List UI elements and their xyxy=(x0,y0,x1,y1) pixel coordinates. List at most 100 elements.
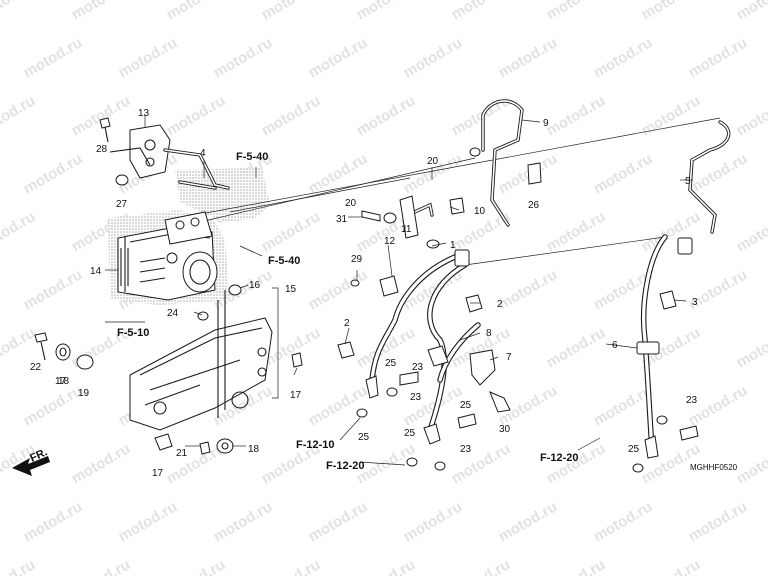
callout-1: 1 xyxy=(450,240,456,251)
watermark-text: motod.ru xyxy=(734,324,768,371)
watermark-text: motod.ru xyxy=(306,34,371,81)
callout-29: 29 xyxy=(351,254,363,265)
watermark-text: motod.ru xyxy=(0,92,38,139)
callout-28: 28 xyxy=(96,144,108,155)
watermark-text: motod.ru xyxy=(0,556,38,576)
watermark-text: motod.ru xyxy=(69,440,134,487)
watermark-text: motod.ru xyxy=(259,556,324,576)
watermark-text: motod.ru xyxy=(306,498,371,545)
callout-24: 24 xyxy=(167,308,179,319)
watermark-text: motod.ru xyxy=(734,92,768,139)
callout-23: 23 xyxy=(686,395,698,406)
watermark-text: motod.ru xyxy=(544,208,609,255)
callout-26: 26 xyxy=(528,200,540,211)
watermark-text: motod.ru xyxy=(401,498,466,545)
watermark-text: motod.ru xyxy=(306,382,371,429)
section-ref: F-12-20 xyxy=(326,460,365,472)
watermark-text: motod.ru xyxy=(544,0,609,23)
callout-3: 3 xyxy=(692,297,698,308)
leader-lines xyxy=(105,115,693,447)
watermark-text: motod.ru xyxy=(591,34,656,81)
connecting-lines xyxy=(194,117,721,266)
callout-7: 7 xyxy=(506,352,512,363)
callout-25: 25 xyxy=(385,358,397,369)
callout-12: 12 xyxy=(384,236,396,247)
clamps xyxy=(337,147,693,386)
watermark-text: motod.ru xyxy=(21,382,86,429)
callout-13: 13 xyxy=(138,108,150,119)
watermark-text: motod.ru xyxy=(496,34,561,81)
callout-15: 15 xyxy=(285,284,297,295)
watermark-text: motod.ru xyxy=(69,0,134,23)
watermark-text: motod.ru xyxy=(306,266,371,313)
watermark-text: motod.ru xyxy=(639,556,704,576)
watermark-text: motod.ru xyxy=(401,34,466,81)
watermark-text: motod.ru xyxy=(164,556,229,576)
diagram-code: MGHHF0520 xyxy=(690,463,738,472)
callout-5: 5 xyxy=(685,176,691,187)
callout-27: 27 xyxy=(116,199,128,210)
watermark-text: motod.ru xyxy=(591,498,656,545)
abs-modulator xyxy=(117,211,218,301)
callout-17: 17 xyxy=(152,468,164,479)
callout-2: 2 xyxy=(497,299,503,310)
callout-17: 17 xyxy=(55,376,67,387)
watermark-text: motod.ru xyxy=(0,208,38,255)
callout-25: 25 xyxy=(628,444,640,455)
watermark-text: motod.ru xyxy=(69,92,134,139)
callout-22: 22 xyxy=(30,362,42,373)
watermark-text: motod.ru xyxy=(449,0,514,23)
watermark-text: motod.ru xyxy=(449,440,514,487)
callout-4: 4 xyxy=(200,148,206,159)
callout-2: 2 xyxy=(344,318,350,329)
callout-30: 30 xyxy=(499,424,511,435)
callout-18: 18 xyxy=(58,376,70,387)
watermark-text: motod.ru xyxy=(259,92,324,139)
abs-bracket xyxy=(129,290,273,431)
watermark-text: motod.ru xyxy=(639,92,704,139)
callout-25: 25 xyxy=(358,432,370,443)
brake-hoses xyxy=(369,234,668,453)
callout-25: 25 xyxy=(460,400,472,411)
watermark-text: motod.ru xyxy=(734,0,768,23)
callout-20: 20 xyxy=(345,198,357,209)
watermark-text: motod.ru xyxy=(544,324,609,371)
watermark-text: motod.ru xyxy=(69,556,134,576)
three-way-joint xyxy=(109,124,230,190)
watermark-text: motod.ru xyxy=(544,92,609,139)
small-parts-left xyxy=(34,117,303,455)
watermark-text: motod.ru xyxy=(734,208,768,255)
watermark-text: motod.ru xyxy=(21,150,86,197)
front-direction-arrow xyxy=(12,456,50,476)
callout-16: 16 xyxy=(249,280,261,291)
callout-23: 23 xyxy=(412,362,424,373)
callout-23: 23 xyxy=(460,444,472,455)
watermark-text: motod.ru xyxy=(259,208,324,255)
section-ref: F-5-40 xyxy=(268,255,300,267)
watermark-text: motod.ru xyxy=(21,34,86,81)
callout-9: 9 xyxy=(543,118,549,129)
watermark-text: motod.ru xyxy=(686,498,751,545)
bolts-right xyxy=(350,210,699,473)
watermark-text: motod.ru xyxy=(686,34,751,81)
watermark-text: motod.ru xyxy=(0,0,38,23)
watermark-text: motod.ru xyxy=(354,0,419,23)
section-ref: F-12-10 xyxy=(296,439,335,451)
watermark-text: motod.ru xyxy=(639,208,704,255)
watermark-text: motod.ru xyxy=(496,498,561,545)
watermark-text: motod.ru xyxy=(496,266,561,313)
watermark-text: motod.ru xyxy=(21,498,86,545)
section-ref: F-5-10 xyxy=(117,327,149,339)
label-layer: 1223456789101112131415161717171818192020… xyxy=(28,108,737,479)
watermark-text: motod.ru xyxy=(496,150,561,197)
watermark-text: motod.ru xyxy=(639,0,704,23)
watermark-text: motod.ru xyxy=(306,150,371,197)
watermark-text: motod.ru xyxy=(116,498,181,545)
callout-14: 14 xyxy=(90,266,102,277)
callout-17: 17 xyxy=(290,390,302,401)
reference-arrows xyxy=(105,167,601,466)
callout-21: 21 xyxy=(176,448,188,459)
watermark-text: motod.ru xyxy=(259,0,324,23)
